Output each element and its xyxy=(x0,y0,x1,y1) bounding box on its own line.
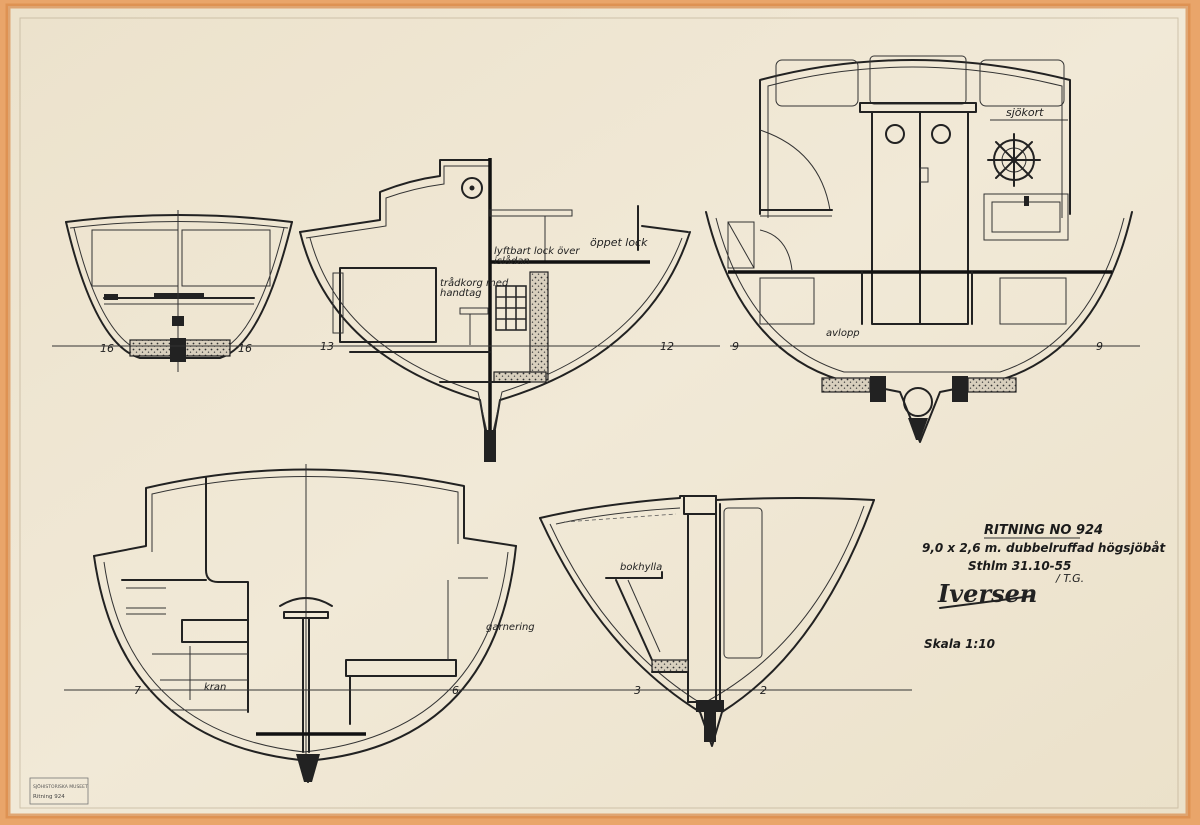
scale: Skala 1:10 xyxy=(924,637,995,651)
section-7-number: 7 xyxy=(134,684,141,697)
section-12-number: 12 xyxy=(660,340,674,353)
paper-border xyxy=(5,3,1191,819)
signature: Iversen xyxy=(937,579,1037,608)
section-2-number: 2 xyxy=(760,684,767,697)
section-7-6: kran garnering 7 6 xyxy=(64,464,912,783)
paper-background xyxy=(8,6,1188,816)
label-kran: kran xyxy=(204,682,226,693)
archive-stamp: SJÖHISTORISKA MUSEET Ritning 924 xyxy=(29,777,89,805)
section-6-number: 6 xyxy=(452,684,459,697)
drawing-number: RITNING NO 924 xyxy=(984,523,1103,538)
section-13-number: 13 xyxy=(320,340,334,353)
label-bokhylla: bokhylla xyxy=(620,562,662,573)
section-13-12: lyftbart lock över islådan öppet lock tr… xyxy=(299,158,720,462)
section-9: sjökort avlopp 9 9 xyxy=(705,55,1140,443)
section-3-number: 3 xyxy=(634,684,641,697)
section-9-right-number: 9 xyxy=(1096,340,1103,353)
label-lyftbart-lock: lyftbart lock över xyxy=(494,246,580,257)
boat-description: 9,0 x 2,6 m. dubbelruffad högsjöbåt xyxy=(922,541,1166,555)
section-3-2: bokhylla 3 2 xyxy=(539,495,875,747)
section-16: 16 16 xyxy=(52,210,300,372)
stamp-line-2: Ritning 924 xyxy=(33,794,65,800)
label-islodan: islådan xyxy=(494,254,530,267)
label-tradkorg: trådkorg med xyxy=(440,276,509,289)
section-16-left-number: 16 xyxy=(100,342,114,355)
section-16-right-number: 16 xyxy=(238,342,252,355)
label-oppet-lock: öppet lock xyxy=(590,236,648,249)
place-and-date: Sthlm 31.10-55 xyxy=(968,559,1071,573)
title-block: RITNING NO 924 9,0 x 2,6 m. dubbelruffad… xyxy=(922,523,1166,651)
stamp-line-1: SJÖHISTORISKA MUSEET xyxy=(33,783,88,790)
label-sjokort: sjökort xyxy=(1006,106,1044,119)
inner-frame xyxy=(19,17,1179,809)
label-garnering: garnering xyxy=(486,622,535,633)
initials: / T.G. xyxy=(1055,572,1084,585)
label-avlopp: avlopp xyxy=(826,328,860,339)
section-9-left-number: 9 xyxy=(732,340,739,353)
label-handtag: handtag xyxy=(440,288,482,299)
